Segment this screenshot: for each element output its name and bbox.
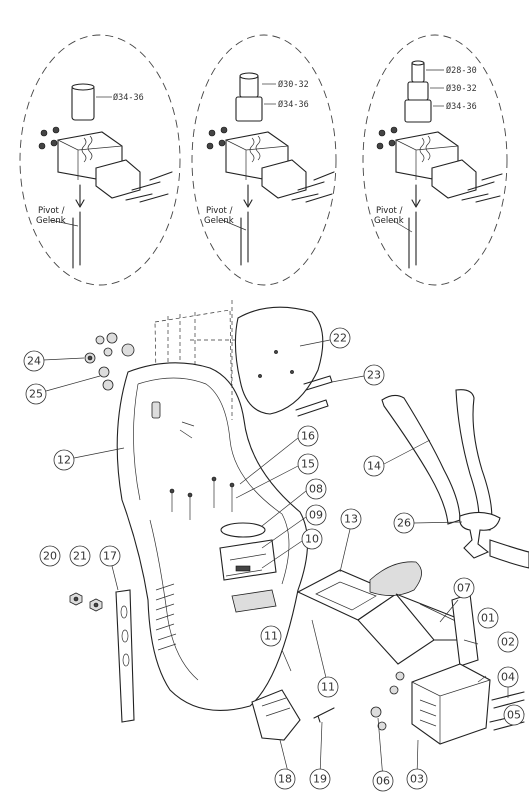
svg-text:25: 25 [29, 388, 43, 401]
detail-view-3: Ø28-30 Ø30-32 Ø34-36 Pivot / Gelenk [362, 34, 508, 286]
callout-22: 22 [329, 327, 351, 349]
headrest-pad [234, 306, 324, 415]
callout-08: 08 [305, 478, 327, 500]
callout-15: 15 [297, 453, 319, 475]
svg-text:17: 17 [103, 550, 117, 563]
callout-23: 23 [363, 364, 385, 386]
detail-3-dim-3: Ø34-36 [446, 101, 477, 112]
callout-09: 09 [305, 504, 327, 526]
svg-text:16: 16 [301, 430, 315, 443]
strap [115, 589, 135, 723]
callout-leaders [42, 339, 510, 781]
callout-17: 17 [99, 545, 121, 567]
callout-04: 04 [497, 666, 519, 688]
callout-26: 26 [393, 512, 415, 534]
detail-3-pivot-label-1: Pivot / [376, 206, 403, 216]
svg-text:15: 15 [301, 458, 315, 471]
svg-text:14: 14 [367, 460, 381, 473]
detail-3-dim-1: Ø28-30 [446, 65, 477, 76]
svg-text:11: 11 [264, 630, 278, 643]
svg-text:08: 08 [309, 483, 323, 496]
svg-text:05: 05 [507, 709, 521, 722]
callout-13: 13 [340, 508, 362, 530]
detail-1-dim-1: Ø34-36 [113, 92, 144, 103]
detail-view-1: Ø34-36 Pivot / Gelenk [19, 34, 181, 286]
callout-18: 18 [274, 768, 296, 790]
frame-clamp [411, 663, 491, 745]
callout-19: 19 [309, 768, 331, 790]
callout-07: 07 [453, 577, 475, 599]
callout-14: 14 [363, 455, 385, 477]
callout-03: 03 [406, 768, 428, 790]
callout-25: 25 [25, 383, 47, 405]
detail-view-2-boundary [191, 34, 337, 286]
main-exploded-view [69, 300, 529, 745]
seat-shell [116, 362, 309, 711]
svg-text:24: 24 [27, 355, 41, 368]
callout-12: 12 [53, 449, 75, 471]
svg-text:13: 13 [344, 513, 358, 526]
svg-text:26: 26 [397, 517, 411, 530]
callout-20: 20 [39, 545, 61, 567]
detail-1-pivot-label-1: Pivot / [38, 206, 65, 216]
callout-21: 21 [69, 545, 91, 567]
svg-text:19: 19 [313, 773, 327, 786]
detail-view-1-boundary [19, 34, 181, 286]
svg-text:10: 10 [305, 533, 319, 546]
callout-16: 16 [297, 425, 319, 447]
svg-text:11: 11 [321, 681, 335, 694]
callout-11b: 11 [317, 676, 339, 698]
svg-text:23: 23 [367, 369, 381, 382]
svg-text:20: 20 [43, 550, 57, 563]
detail-2-dim-1: Ø30-32 [278, 79, 309, 90]
callout-05: 05 [503, 704, 525, 726]
svg-text:04: 04 [501, 671, 515, 684]
detail-2-pivot-label-1: Pivot / [206, 206, 233, 216]
svg-text:03: 03 [410, 773, 424, 786]
detail-1-pivot-label-2: Gelenk [36, 216, 66, 226]
callout-02: 02 [497, 631, 519, 653]
detail-2-pivot-label-2: Gelenk [204, 216, 234, 226]
callout-11a: 11 [260, 625, 282, 647]
svg-text:01: 01 [481, 612, 495, 625]
svg-text:12: 12 [57, 454, 71, 467]
svg-text:06: 06 [376, 775, 390, 788]
callout-10: 10 [301, 528, 323, 550]
detail-2-dim-2: Ø34-36 [278, 99, 309, 110]
detail-3-dim-2: Ø30-32 [446, 83, 477, 94]
detail-3-pivot-label-2: Gelenk [374, 216, 404, 226]
detail-view-3-boundary [362, 34, 508, 286]
callout-01: 01 [477, 607, 499, 629]
detail-view-2: Ø30-32 Ø34-36 Pivot / Gelenk [191, 34, 337, 286]
svg-text:22: 22 [333, 332, 347, 345]
callout-06: 06 [372, 770, 394, 792]
svg-text:02: 02 [501, 636, 515, 649]
svg-text:09: 09 [309, 509, 323, 522]
callout-24: 24 [23, 350, 45, 372]
svg-text:21: 21 [73, 550, 87, 563]
svg-text:07: 07 [457, 582, 471, 595]
svg-text:18: 18 [278, 773, 292, 786]
